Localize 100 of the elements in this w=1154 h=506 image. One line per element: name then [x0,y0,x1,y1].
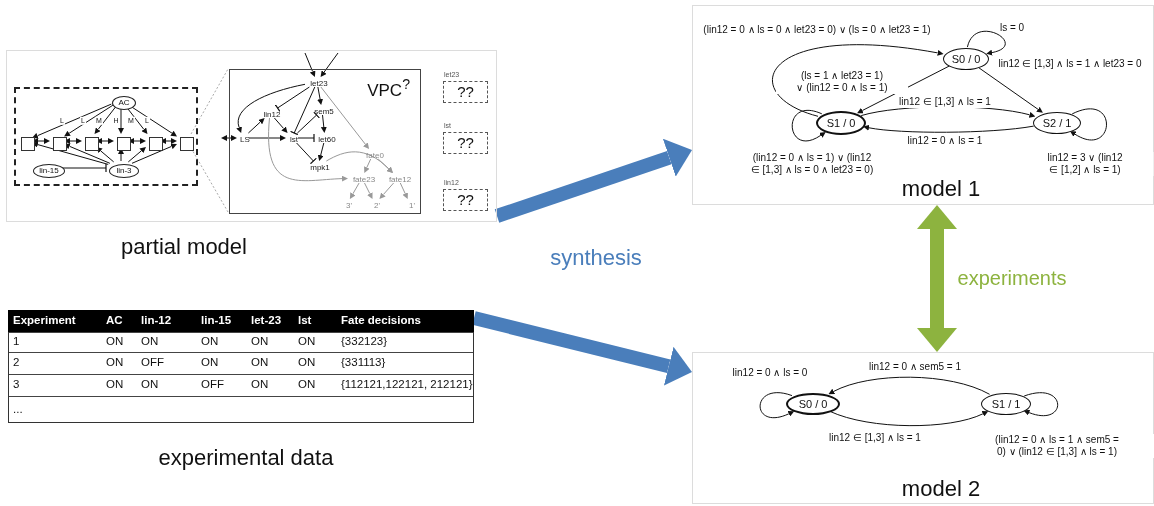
column-header: Experiment [13,314,76,328]
arrow [32,141,109,165]
table-value: ON [106,378,124,392]
arrow [325,151,394,173]
table-value: ON [106,335,124,349]
arrow [96,146,115,163]
column-header: lin-12 [141,314,172,328]
network-frame [229,69,421,214]
fate-label: 3' [344,201,354,211]
fate-label: fate12 [386,175,414,185]
arrow [317,86,324,105]
fate-label: 1' [407,201,417,211]
arrow [966,30,1006,56]
placeholder-text: ?? [457,191,474,209]
arrow [1069,108,1108,141]
table-value: ON [251,378,269,392]
arrow [377,158,393,173]
cell-square [117,137,131,151]
block-arrow [917,205,957,352]
arrow [247,118,265,134]
gene-label: LS [239,135,251,145]
gene-label: let23 [307,79,331,89]
gene-ellipse: AC [112,96,136,110]
column-header: let-23 [251,314,282,328]
table-value: {331113} [341,356,386,370]
gene-label: sem5 [313,107,335,117]
state-ellipse: S1 / 1 [981,393,1031,415]
table-value: {112121,122121, 212121} [341,378,473,392]
annotation-text: synthesis [550,245,642,271]
arrow [273,117,288,133]
arrow [863,124,1035,133]
arrow [96,138,114,144]
connector-line [190,68,229,135]
arrow [236,83,306,134]
arrow [772,44,944,117]
gene-ellipse: lin-3 [109,164,139,178]
block-arrow [494,138,693,223]
table-value: ON [251,356,269,370]
table-value: ON [141,335,159,349]
column-header: AC [106,314,123,328]
edge-label: experiments [956,266,1068,290]
module-frame [14,87,198,186]
table-value: ON [201,335,219,349]
arrow [364,182,373,199]
arrow [221,135,237,141]
edge-label: (ls = 1 ∧ let23 = 1) ∨ (lin12 = 0 ∧ ls = 1) [776,70,908,94]
gene-label: mpk1 [308,163,332,173]
arrow [64,104,114,137]
table-value: ON [298,356,316,370]
inhibition-line [274,86,310,112]
table-value: ON [298,335,316,349]
inhibition-line [289,86,316,136]
panel-caption: model 2 [901,476,981,502]
arrow [759,392,795,419]
fate-label: 2' [372,201,382,211]
panel-caption: model 1 [901,176,981,202]
arrow [160,138,177,144]
fate-label: fate0 [363,151,387,161]
gene-label: lst [288,135,300,145]
cell-square [149,137,163,151]
cell-square [53,137,67,151]
edge-label: lin12 ∈ [1,3] ∧ ls = 1 ∧ let23 = 0 [997,58,1143,70]
gene-ellipse: lin-15 [33,164,65,178]
edge-label: lin12 ∈ [1,3] ∧ ls = 1 [828,432,922,444]
arrow [94,105,117,135]
arrow [32,138,50,144]
table-value: ON [251,335,269,349]
arrow [320,86,370,150]
arrow [977,66,1043,113]
table-value: 1 [13,335,20,349]
panel-caption: experimental data [158,445,334,471]
table-value: 2 [13,356,20,370]
edge-label: lin12 = 0 ∧ ls = 1 [906,135,984,147]
inhibition-line [296,142,317,165]
arrow [399,182,408,200]
fate-label: fate23 [350,175,378,185]
arrow [379,182,395,199]
arrow [791,110,827,142]
table-value: 3 [13,378,20,392]
placeholder-text: ?? [457,83,474,101]
arrow [127,146,146,163]
arrow [268,117,348,182]
cell-square [21,137,35,151]
initial-state-ellipse: S0 / 0 [786,393,840,415]
table-value: ON [201,356,219,370]
arrow [118,148,124,162]
frame-title: VPC$^{?}$ [367,76,410,101]
arrow [304,52,316,78]
table-value: {332123} [341,335,388,349]
arrow [320,114,327,133]
gene-label: let60 [316,135,338,145]
edge-label: ls = 0 [998,22,1026,34]
arrow [32,103,112,139]
arrow [349,182,360,199]
gene-label: lin12 [261,110,283,120]
arrow [248,135,286,141]
inhibition-line [297,133,315,143]
arrow [364,158,372,173]
column-header: lin-15 [201,314,232,328]
cell-square [180,137,194,151]
